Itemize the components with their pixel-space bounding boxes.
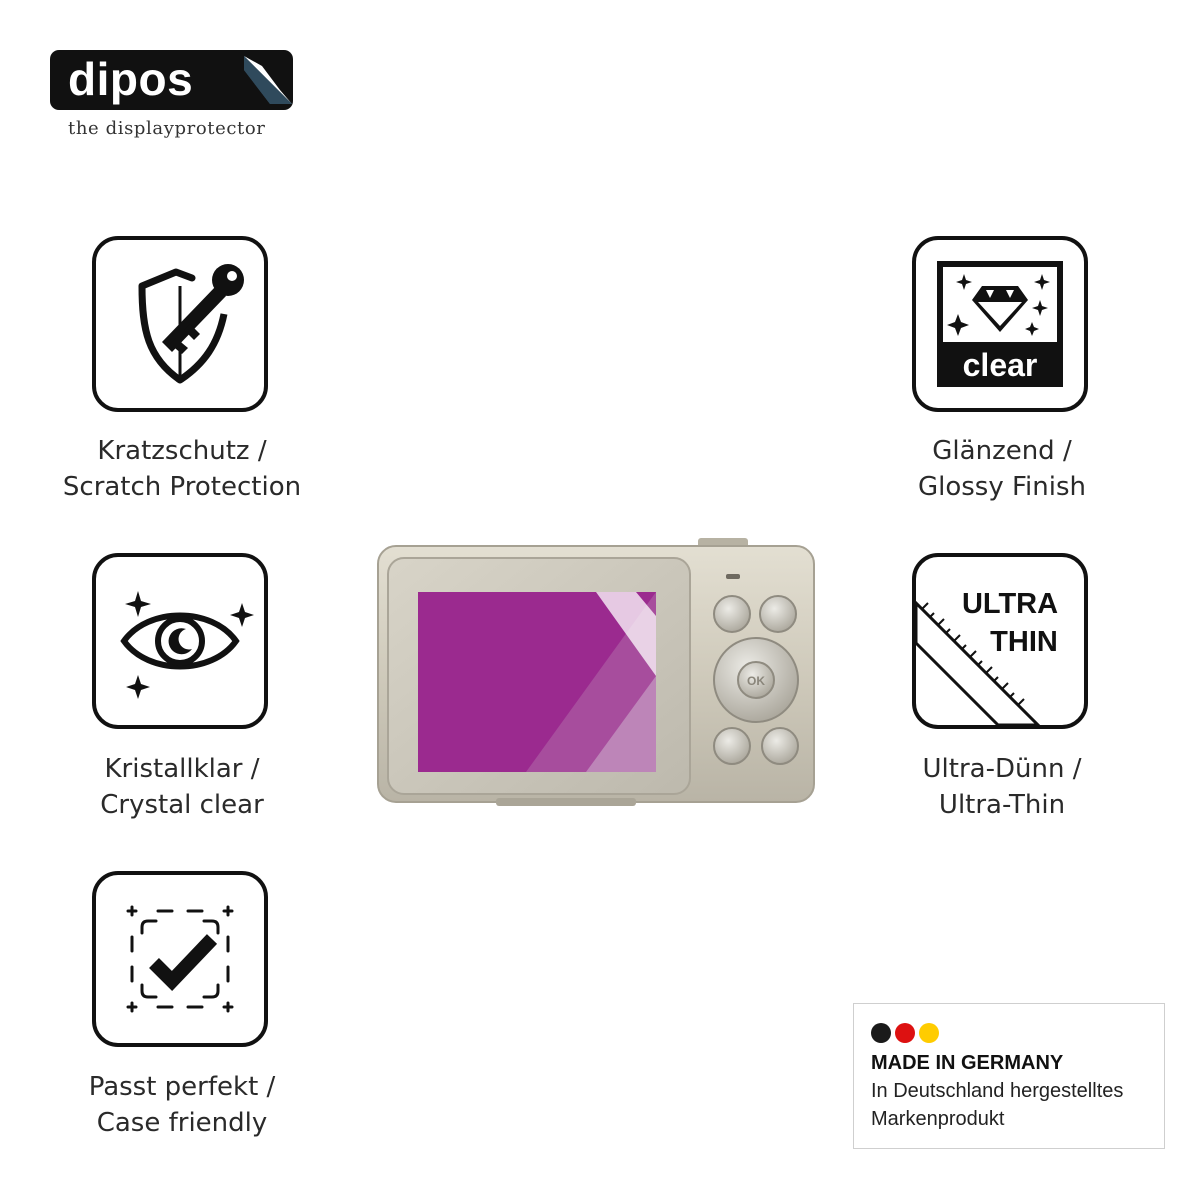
crystal-clear-badge [92, 553, 268, 729]
checkmark-frame-icon [126, 905, 234, 1013]
flag-dot-black [871, 1023, 891, 1043]
diamond-clear-icon: clear [937, 261, 1063, 387]
flag-dot-red [895, 1023, 915, 1043]
scratch-protection-line1: Kratzschutz / [97, 436, 267, 466]
made-in-germany-line2: Markenprodukt [871, 1108, 1005, 1130]
logo-tagline: the displayprotector [68, 118, 266, 139]
made-in-germany-line1: In Deutschland hergestelltes [871, 1080, 1124, 1102]
glossy-finish-line2: Glossy Finish [917, 472, 1087, 502]
shield-key-icon [138, 264, 244, 384]
ultra-thin-line1: Ultra-Dünn / [922, 754, 1082, 784]
case-friendly-line1: Passt perfekt / [88, 1072, 276, 1102]
clear-badge-text: clear [963, 347, 1038, 383]
eye-sparkle-icon [120, 591, 254, 699]
peel-corner-icon [244, 56, 292, 104]
ultra-text: ULTRA [962, 588, 1058, 620]
crystal-clear-label: Kristallklar / Crystal clear [22, 751, 342, 823]
crystal-clear-line1: Kristallklar / [104, 754, 260, 784]
glossy-finish-line1: Glänzend / [932, 436, 1072, 466]
brand-logo: dipos the displayprotector [50, 50, 295, 145]
logo-badge: dipos [50, 50, 293, 110]
ultra-thin-line2: Ultra-Thin [938, 790, 1066, 820]
logo-wordmark: dipos [68, 53, 194, 105]
made-in-germany-box: MADE IN GERMANY In Deutschland hergestel… [853, 1003, 1165, 1149]
crystal-clear-line2: Crystal clear [100, 790, 264, 820]
thin-text: THIN [990, 626, 1058, 658]
made-in-germany-title: MADE IN GERMANY [871, 1052, 1064, 1074]
camera-product-image: OK [377, 538, 815, 806]
case-friendly-label: Passt perfekt / Case friendly [22, 1069, 342, 1141]
scratch-protection-line2: Scratch Protection [62, 472, 302, 502]
case-friendly-line2: Case friendly [96, 1108, 268, 1138]
ultra-thin-badge: ULTRA THIN [912, 553, 1088, 729]
ultra-thin-label: Ultra-Dünn / Ultra-Thin [842, 751, 1162, 823]
ok-button-label: OK [747, 674, 765, 688]
flag-dot-gold [919, 1023, 939, 1043]
scratch-protection-badge [92, 236, 268, 412]
scratch-protection-label: Kratzschutz / Scratch Protection [22, 433, 342, 505]
glossy-finish-badge: clear [912, 236, 1088, 412]
glossy-finish-label: Glänzend / Glossy Finish [842, 433, 1162, 505]
ruler-ultra-thin-icon: ULTRA THIN [916, 588, 1058, 725]
case-friendly-badge [92, 871, 268, 1047]
